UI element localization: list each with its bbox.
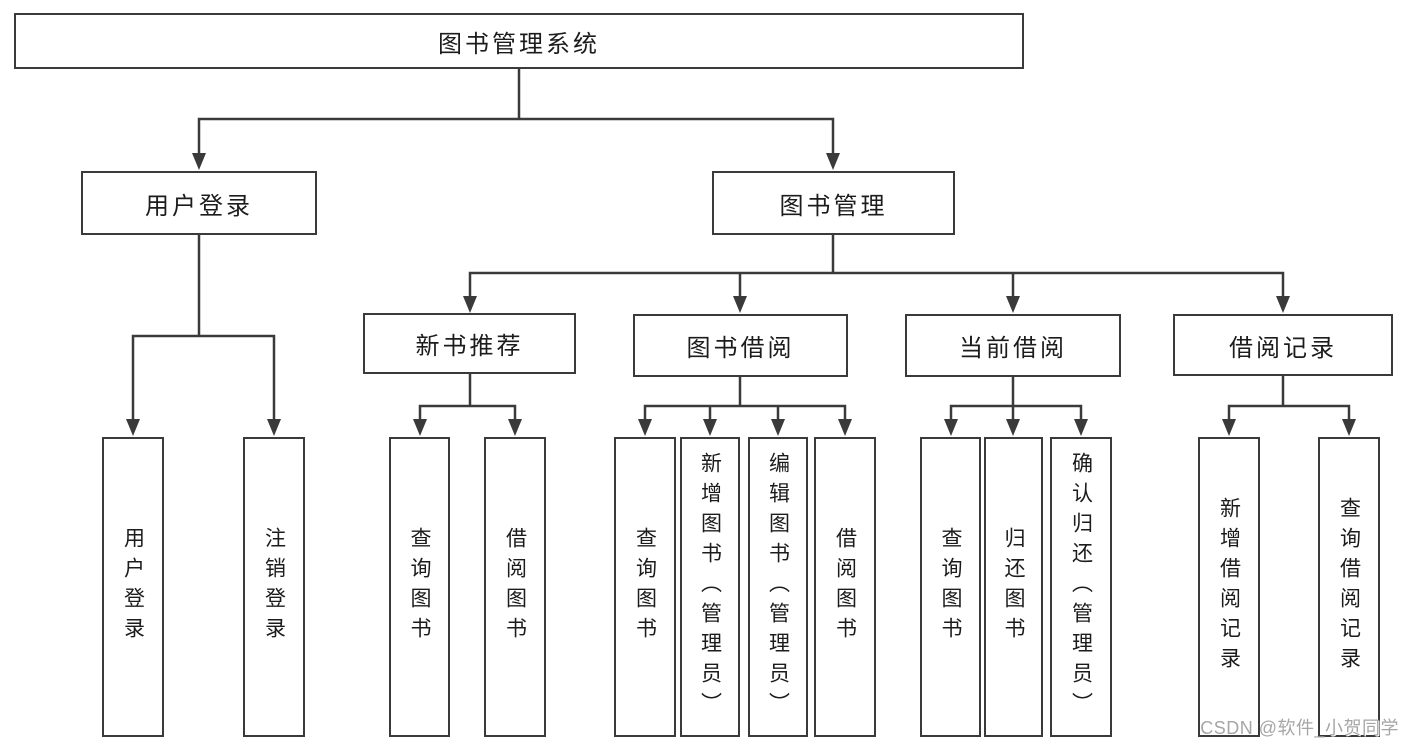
arrowhead [508, 419, 522, 436]
connector-newbook-crossbar [418, 404, 517, 429]
arrowhead [826, 153, 840, 170]
arrowhead [1342, 419, 1356, 436]
leaf-confirm-return-admin: 确认归还（管理员） [1050, 437, 1112, 737]
leaf-return-books: 归还图书 [984, 437, 1043, 737]
node-current-borrowing: 当前借阅 [905, 314, 1121, 377]
connector-root-crossbar [197, 117, 835, 162]
leaf-add-books-admin: 新增图书（管理员） [680, 437, 740, 737]
arrowhead [413, 419, 427, 436]
arrowhead [463, 296, 477, 313]
connector-records-crossbar [1227, 404, 1351, 429]
arrowhead [1222, 419, 1236, 436]
leaf-query-books-borrow: 查询图书 [614, 437, 676, 737]
leaf-borrow-books: 借阅图书 [814, 437, 876, 737]
node-book-management: 图书管理 [712, 171, 955, 235]
arrowhead [771, 419, 785, 436]
connector-userlogin-crossbar [131, 334, 276, 429]
leaf-edit-books-admin: 编辑图书（管理员） [748, 437, 808, 737]
arrowhead [703, 419, 717, 436]
arrowhead [267, 419, 281, 436]
leaf-user-login: 用户登录 [102, 437, 164, 737]
node-root-system: 图书管理系统 [14, 13, 1024, 69]
csdn-watermark: CSDN @软件_小贺同学 [1200, 718, 1399, 738]
leaf-borrow-books-recommend: 借阅图书 [484, 437, 546, 737]
arrowhead [1006, 296, 1020, 313]
connector-bookmgmt-crossbar [468, 271, 1285, 306]
arrowhead [838, 419, 852, 436]
arrowhead [192, 153, 206, 170]
arrowhead [944, 419, 958, 436]
node-borrowing-records: 借阅记录 [1173, 314, 1393, 376]
leaf-query-books-current: 查询图书 [920, 437, 981, 737]
arrowhead [1276, 296, 1290, 313]
arrowhead [733, 296, 747, 313]
node-book-borrowing: 图书借阅 [633, 314, 848, 377]
connector-current-crossbar [949, 404, 1083, 429]
leaf-query-books-recommend: 查询图书 [389, 437, 450, 737]
leaf-add-borrow-record: 新增借阅记录 [1198, 437, 1260, 737]
node-new-book-recommendation: 新书推荐 [363, 313, 576, 374]
arrowhead [126, 419, 140, 436]
leaf-query-borrow-record: 查询借阅记录 [1318, 437, 1380, 737]
arrowhead [1006, 419, 1020, 436]
arrowhead [638, 419, 652, 436]
arrowhead [1074, 419, 1088, 436]
node-user-login: 用户登录 [81, 171, 317, 235]
leaf-logout: 注销登录 [243, 437, 305, 737]
connector-borrow-crossbar [643, 404, 847, 429]
